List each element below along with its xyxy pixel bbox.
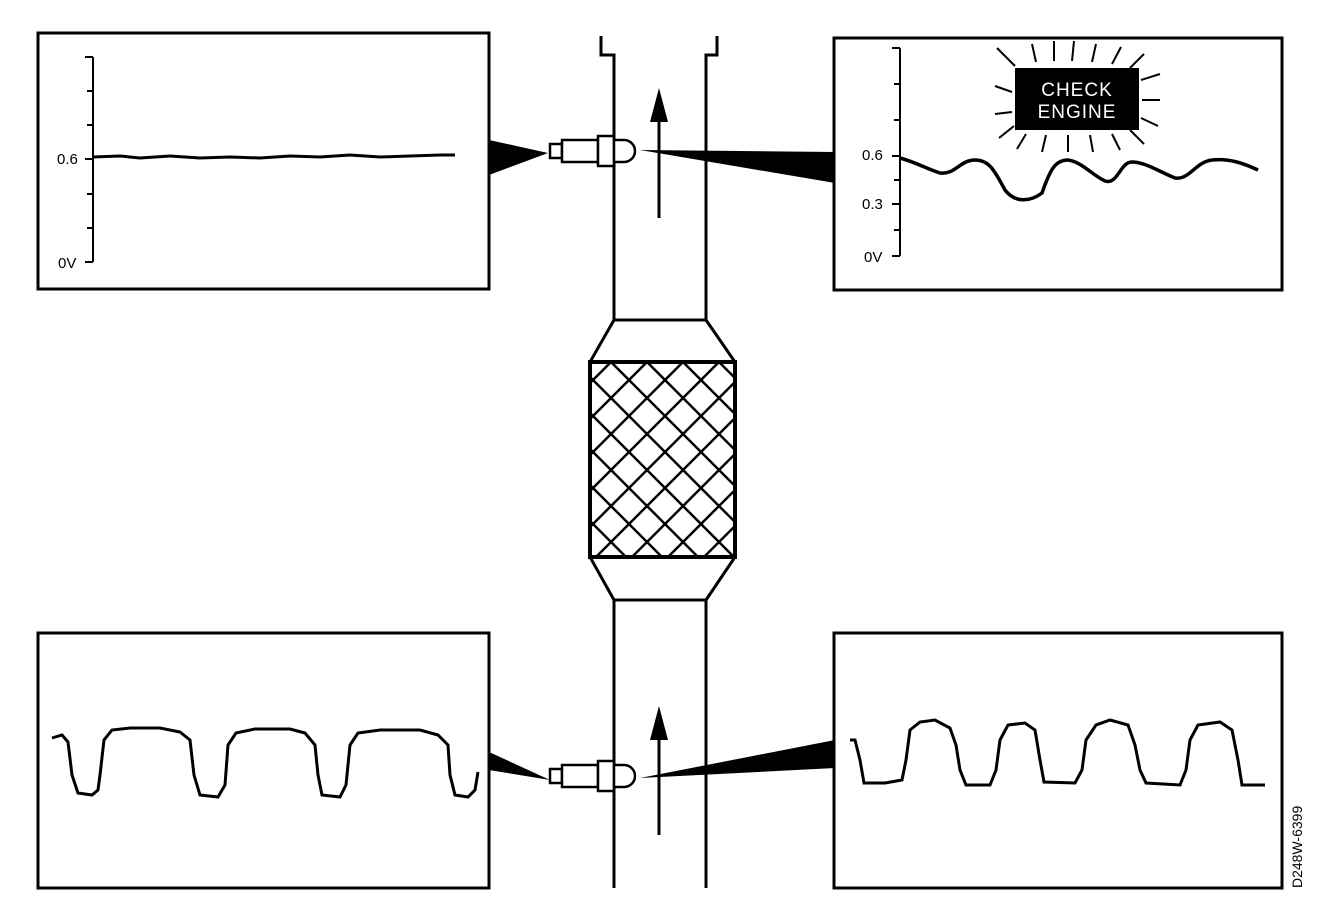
- hatch-line: [590, 375, 735, 524]
- hatch-line: [610, 362, 735, 488]
- upstream-oxygen-sensor: [548, 759, 637, 793]
- axis-label-0v: 0V: [864, 249, 882, 266]
- hatch-line: [200, 362, 395, 557]
- figure-code: D248W-6399: [1289, 806, 1305, 888]
- hatch-line: [272, 362, 467, 557]
- flow-arrow-upper: [650, 88, 668, 218]
- panel-lower-left: [36, 631, 491, 890]
- panel-lower-right: [832, 631, 1284, 890]
- axis-label-0.3: 0.3: [862, 196, 883, 213]
- panel-upper-left: 0.6 0V: [36, 31, 491, 291]
- hatch-line: [863, 362, 1058, 557]
- hatch-line: [791, 362, 986, 557]
- axis-label-0.6: 0.6: [57, 151, 78, 168]
- hatch-line: [308, 362, 503, 557]
- hatch-line: [590, 555, 591, 557]
- voltage-axis: [85, 56, 94, 263]
- hatch-line: [667, 488, 735, 557]
- sensor-trace: [51, 726, 480, 799]
- sensor-trace: [850, 718, 1265, 787]
- voltage-axis: [892, 47, 901, 257]
- hatch-line: [827, 362, 1022, 557]
- check-engine-lamp: CHECK ENGINE: [994, 40, 1161, 153]
- lamp-text-line1: CHECK: [1041, 80, 1113, 101]
- panel-upper-right: 0.6 0.3 0V: [832, 36, 1284, 292]
- hatch-line: [380, 362, 575, 557]
- lamp-text-line2: ENGINE: [1038, 102, 1117, 123]
- downstream-oxygen-sensor: [548, 134, 637, 168]
- axis-label-0v: 0V: [58, 255, 76, 272]
- hatch-line: [590, 362, 648, 421]
- hatch-line: [595, 416, 735, 557]
- hatch-line: [236, 362, 431, 557]
- hatch-line: [590, 362, 684, 457]
- hatch-line: [631, 452, 735, 557]
- hatch-line: [899, 362, 1094, 557]
- flow-arrow-lower: [650, 706, 668, 835]
- callout-pointers: [489, 140, 835, 780]
- hatch-line: [590, 362, 720, 493]
- hatch-line: [590, 362, 612, 385]
- hatch-line: [755, 362, 950, 557]
- catalyst-substrate: [200, 360, 1094, 559]
- hatch-line: [344, 362, 539, 557]
- lamp-rays: [994, 40, 1161, 153]
- hatch-line: [646, 362, 735, 452]
- axis-label-0.6: 0.6: [862, 147, 883, 164]
- hatch-line: [590, 380, 735, 529]
- hatch-line: [718, 362, 735, 380]
- sensor-trace: [92, 153, 455, 160]
- hatch-line: [682, 362, 735, 416]
- sensor-trace: [899, 156, 1259, 202]
